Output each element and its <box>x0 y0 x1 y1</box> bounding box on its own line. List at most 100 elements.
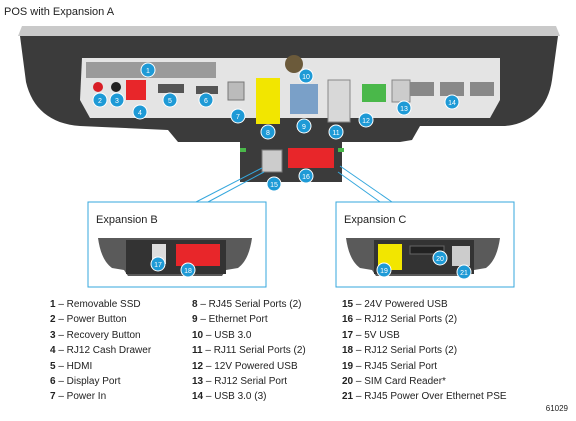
callout-circle <box>396 100 412 116</box>
exp-b-rj12-ports <box>176 244 220 266</box>
display-port <box>196 86 218 94</box>
callout-circle <box>328 124 344 140</box>
callout-number: 20 <box>436 256 444 263</box>
legend-text: – 5V USB <box>353 329 400 341</box>
callout-circle <box>376 262 392 278</box>
legend-text: – Power Button <box>55 314 127 326</box>
callout-number: 16 <box>302 174 310 181</box>
callout-number: 9 <box>302 124 306 131</box>
legend-item: 7 – Power In <box>50 389 151 404</box>
callout-circle <box>266 176 282 192</box>
legend-number: 6 <box>50 376 56 388</box>
legend-number: 5 <box>50 360 56 372</box>
usb3-port-b <box>440 82 464 96</box>
callout-number: 13 <box>400 106 408 113</box>
legend-text: – SIM Card Reader* <box>353 376 446 388</box>
callout-circle <box>298 68 314 84</box>
callout-number: 15 <box>270 182 278 189</box>
legend-item: 21 – RJ45 Power Over Ethernet PSE <box>342 389 507 404</box>
callout-number: 14 <box>448 100 456 107</box>
legend-item: 13 – RJ12 Serial Port <box>192 374 306 389</box>
cash-drawer-port <box>126 80 146 100</box>
legend-text: – Recovery Button <box>55 329 141 341</box>
callout-circle <box>296 118 312 134</box>
exp-c-sim-reader <box>409 245 445 255</box>
legend-item: 17 – 5V USB <box>342 328 507 343</box>
legend-number: 7 <box>50 391 56 403</box>
legend-text: – RJ12 Cash Drawer <box>55 345 152 357</box>
mount-knob <box>285 55 303 73</box>
callout-number: 10 <box>302 74 310 81</box>
callout-number: 7 <box>236 114 240 121</box>
diagram-title: POS with Expansion A <box>4 6 115 18</box>
legend-number: 17 <box>342 329 354 341</box>
callout-circle <box>298 168 314 184</box>
leader-b2 <box>207 171 265 203</box>
callout-number: 1 <box>146 68 150 75</box>
powered-usb-12v <box>362 84 386 102</box>
usb3-port-c <box>470 82 494 96</box>
legend-item: 18 – RJ12 Serial Ports (2) <box>342 343 507 358</box>
legend-text: – RJ45 Serial Ports (2) <box>197 299 302 310</box>
legend-text: – Display Port <box>55 376 121 388</box>
legend-text: – RJ11 Serial Ports (2) <box>202 345 306 357</box>
callout-circle <box>230 108 246 124</box>
legend-number: 10 <box>192 329 204 341</box>
legend-item: 6 – Display Port <box>50 374 151 389</box>
expansion-b-label: Expansion B <box>96 214 158 226</box>
legend-number: 3 <box>50 329 56 341</box>
callout-number: 5 <box>168 98 172 105</box>
callout-circle <box>92 92 108 108</box>
legend-item: 9 – Ethernet Port <box>192 312 306 327</box>
callout-number: 8 <box>266 130 270 137</box>
legend-text: – HDMI <box>55 360 93 372</box>
callout-number: 21 <box>460 270 468 277</box>
legend-number: 4 <box>50 345 56 357</box>
legend-text: – Removable SSD <box>55 299 141 310</box>
legend-text: – RJ45 Serial Port <box>353 360 438 372</box>
legend-number: 13 <box>192 376 204 388</box>
legend-item: 10 – USB 3.0 <box>192 328 306 343</box>
legend-number: 19 <box>342 360 354 372</box>
hdmi-port <box>158 84 184 93</box>
expansion-c-label: Expansion C <box>344 214 406 226</box>
legend-text: – 12V Powered USB <box>203 360 298 372</box>
callout-circle <box>140 62 156 78</box>
leader-b <box>195 167 263 203</box>
led-left <box>240 148 246 152</box>
legend-item: 11 – RJ11 Serial Ports (2) <box>192 343 306 358</box>
led-right <box>338 148 344 152</box>
callout-circle <box>198 92 214 108</box>
callout-circle <box>432 250 448 266</box>
legend-column-2: 8 – RJ45 Serial Ports (2)9 – Ethernet Po… <box>192 297 306 405</box>
legend-item: 2 – Power Button <box>50 312 151 327</box>
callout-circle <box>358 112 374 128</box>
callout-circle <box>180 262 196 278</box>
figure-code: 61029 <box>545 404 568 413</box>
legend-text: – Power In <box>55 391 107 403</box>
legend-item: 3 – Recovery Button <box>50 328 151 343</box>
callout-circle <box>109 92 125 108</box>
legend-number: 15 <box>342 299 354 310</box>
legend-number: 12 <box>192 360 204 372</box>
power-button <box>93 82 103 92</box>
callout-circle <box>162 92 178 108</box>
callout-number: 2 <box>98 98 102 105</box>
legend-number: 20 <box>342 376 354 388</box>
pos-top-frame <box>18 26 560 36</box>
callout-number: 19 <box>380 268 388 275</box>
rj12-serial-port <box>391 79 411 103</box>
legend-text: – Ethernet Port <box>197 314 268 326</box>
rj11-serial-ports <box>327 79 351 123</box>
recovery-button <box>111 82 121 92</box>
legend-text: – RJ12 Serial Ports (2) <box>353 314 458 326</box>
legend-text: – RJ45 Power Over Ethernet PSE <box>353 391 507 403</box>
legend-number: 11 <box>192 345 203 357</box>
callout-number: 11 <box>332 130 339 137</box>
exp-a-rj12-ports <box>288 148 334 168</box>
legend-item: 12 – 12V Powered USB <box>192 359 306 374</box>
usb3-port-a <box>410 82 434 96</box>
